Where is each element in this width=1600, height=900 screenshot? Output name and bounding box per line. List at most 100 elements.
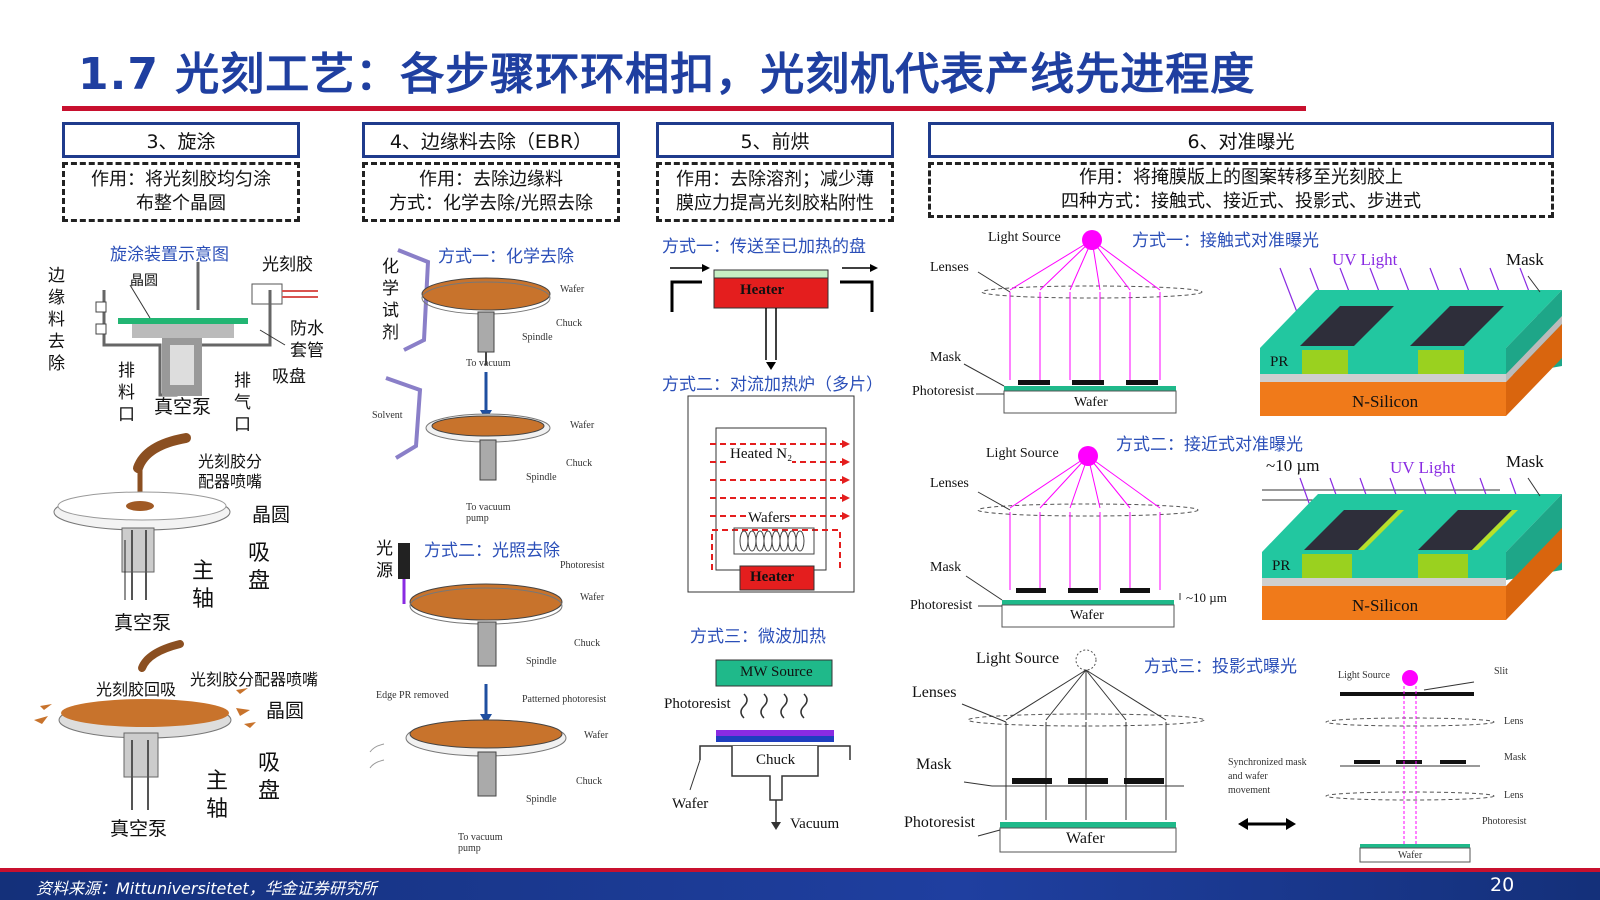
label-mask-5: Mask <box>1504 752 1527 763</box>
label-chem-reagent: 化学试剂 <box>382 257 399 343</box>
label-ebr-spindle-3: Spindle <box>526 656 557 667</box>
expose-method2-caption: 方式二：接近式对准曝光 <box>1116 435 1303 455</box>
ebr-method2-caption: 方式二：光照去除 <box>424 541 560 561</box>
role-line: 膜应力提高光刻胶粘附性 <box>676 193 874 214</box>
label-spindle-3: 主轴 <box>206 769 229 822</box>
label-light-source-1: Light Source <box>988 230 1061 245</box>
label-uv-light-2: UV Light <box>1390 458 1456 477</box>
label-lenses-2: Lenses <box>930 476 969 491</box>
label-ebr-patterned-pr: Patterned photoresist <box>522 694 607 705</box>
label-waterproof: 防水套管 <box>290 319 324 361</box>
label-photoresist-2: Photoresist <box>910 598 973 613</box>
label-wafer-3-exp: Wafer <box>1066 830 1105 847</box>
label-n-silicon-1: N-Silicon <box>1352 392 1419 411</box>
label-ebr-edge-pr-removed: Edge PR removed <box>376 690 449 701</box>
label-wafer-4-exp: Wafer <box>1398 850 1423 861</box>
step-ebr-role: 作用：去除边缘料 方式：化学去除/光照去除 <box>362 162 620 222</box>
label-photoresist-4: Photoresist <box>1482 816 1527 827</box>
footer-bar <box>0 872 1600 900</box>
label-wafers: Wafers <box>748 510 791 527</box>
label-photoresist-1: Photoresist <box>912 384 975 399</box>
label-lens-2: Lens <box>1504 790 1524 801</box>
label-ebr-spindle-4: Spindle <box>526 794 557 805</box>
label-lens-1: Lens <box>1504 716 1524 727</box>
step-ebr-header: 4、边缘料去除（EBR） <box>362 122 620 158</box>
role-line: 作用：去除边缘料 <box>419 169 563 190</box>
label-light-source-3: Light Source <box>976 650 1060 667</box>
label-pr-1: PR <box>1270 354 1289 370</box>
label-gap-2: ~10 µm <box>1186 590 1227 605</box>
label-bake-photoresist: Photoresist <box>664 696 731 712</box>
label-ebr-spindle-2: Spindle <box>526 472 557 483</box>
label-wafer: 晶圆 <box>130 273 158 289</box>
label-lenses-1: Lenses <box>930 260 969 275</box>
label-ebr-to-vacuum: To vacuum <box>466 358 511 369</box>
label-exhaust: 排气口 <box>234 371 251 435</box>
label-ebr-wafer-2: Wafer <box>570 420 595 431</box>
label-ebr-wafer-1: Wafer <box>560 284 585 295</box>
label-bake-vacuum: Vacuum <box>790 816 840 832</box>
label-mask-3d-2: Mask <box>1506 452 1544 471</box>
page-title: 1.7 光刻工艺：各步骤环环相扣，光刻机代表产线先进程度 <box>78 49 1256 100</box>
label-heater-2: Heater <box>750 569 795 585</box>
ebr-method1-caption: 方式一：化学去除 <box>438 247 574 267</box>
footer-source: 资料来源：Mittuniversitetet，华金证券研究所 <box>36 879 377 898</box>
label-ebr-chuck-3: Chuck <box>574 638 601 649</box>
step-spin-coating-role: 作用：将光刻胶均匀涂 布整个晶圆 <box>62 162 300 222</box>
label-spindle-2: 主轴 <box>192 559 215 612</box>
step-exposure-header: 6、对准曝光 <box>928 122 1554 158</box>
label-nozzle-3: 光刻胶分配器喷嘴 <box>190 670 319 689</box>
label-lenses-3: Lenses <box>912 684 957 701</box>
label-suckback: 光刻胶回吸 <box>96 680 177 699</box>
expose-method3-caption: 方式三：投影式曝光 <box>1144 657 1297 677</box>
label-slit: Slit <box>1494 666 1508 677</box>
label-gap-3d: ~10 µm <box>1266 456 1320 475</box>
role-line: 方式：化学去除/光照去除 <box>388 193 594 214</box>
label-synchronized-movement: Synchronized mask and wafer movement <box>1228 757 1307 796</box>
label-photoresist-3: Photoresist <box>904 814 976 831</box>
title-underline <box>62 106 1306 111</box>
step-exposure-role: 作用：将掩膜版上的图案转移至光刻胶上 四种方式：接触式、接近式、投影式、步进式 <box>928 162 1554 218</box>
spin-diagram-caption: 旋涂装置示意图 <box>110 245 229 265</box>
label-edge-removal: 边缘料去除 <box>48 266 65 374</box>
label-chuck-3: 吸盘 <box>258 751 281 804</box>
label-chuck-2: 吸盘 <box>248 541 271 594</box>
label-vacuum-pump: 真空泵 <box>154 396 212 418</box>
label-mask-3d-1: Mask <box>1506 250 1544 269</box>
label-heater-1: Heater <box>740 282 785 298</box>
bake-method2-caption: 方式二：对流加热炉（多片） <box>662 375 883 395</box>
label-wafer-2: 晶圆 <box>252 504 291 526</box>
label-ebr-spindle-1: Spindle <box>522 332 553 343</box>
label-ebr-chuck-2: Chuck <box>566 458 593 469</box>
label-wafer-1: Wafer <box>1074 395 1108 410</box>
step-prebake-header: 5、前烘 <box>656 122 894 158</box>
label-mw-source: MW Source <box>740 664 813 680</box>
bake-method1-caption: 方式一：传送至已加热的盘 <box>662 237 866 257</box>
role-line: 作用：将掩膜版上的图案转移至光刻胶上 <box>1079 167 1403 188</box>
expose-method1-caption: 方式一：接触式对准曝光 <box>1132 231 1319 251</box>
label-light-source-4: Light Source <box>1338 670 1390 681</box>
label-pr-2: PR <box>1272 558 1291 574</box>
step-spin-coating-header: 3、旋涂 <box>62 122 300 158</box>
role-line: 四种方式：接触式、接近式、投影式、步进式 <box>1061 191 1421 212</box>
label-nozzle: 光刻胶分配器喷嘴 <box>198 452 263 491</box>
label-mask-2: Mask <box>930 560 962 575</box>
label-uv-light-1: UV Light <box>1332 250 1398 269</box>
label-n-silicon-2: N-Silicon <box>1352 596 1419 615</box>
label-vacuum-pump-2: 真空泵 <box>114 612 172 634</box>
label-heated-n2: Heated N₂ <box>730 446 793 463</box>
label-wafer-3: 晶圆 <box>266 700 305 722</box>
footer-red-line <box>0 868 1600 872</box>
page-number: 20 <box>1490 874 1515 896</box>
label-drain: 排料口 <box>118 361 135 425</box>
role-line: 作用：将光刻胶均匀涂 <box>91 169 271 190</box>
label-ebr-wafer-3: Wafer <box>580 592 605 603</box>
bake-method3-caption: 方式三：微波加热 <box>690 627 826 647</box>
label-photoresist: 光刻胶 <box>262 255 313 275</box>
role-line: 作用：去除溶剂；减少薄 <box>676 169 874 190</box>
